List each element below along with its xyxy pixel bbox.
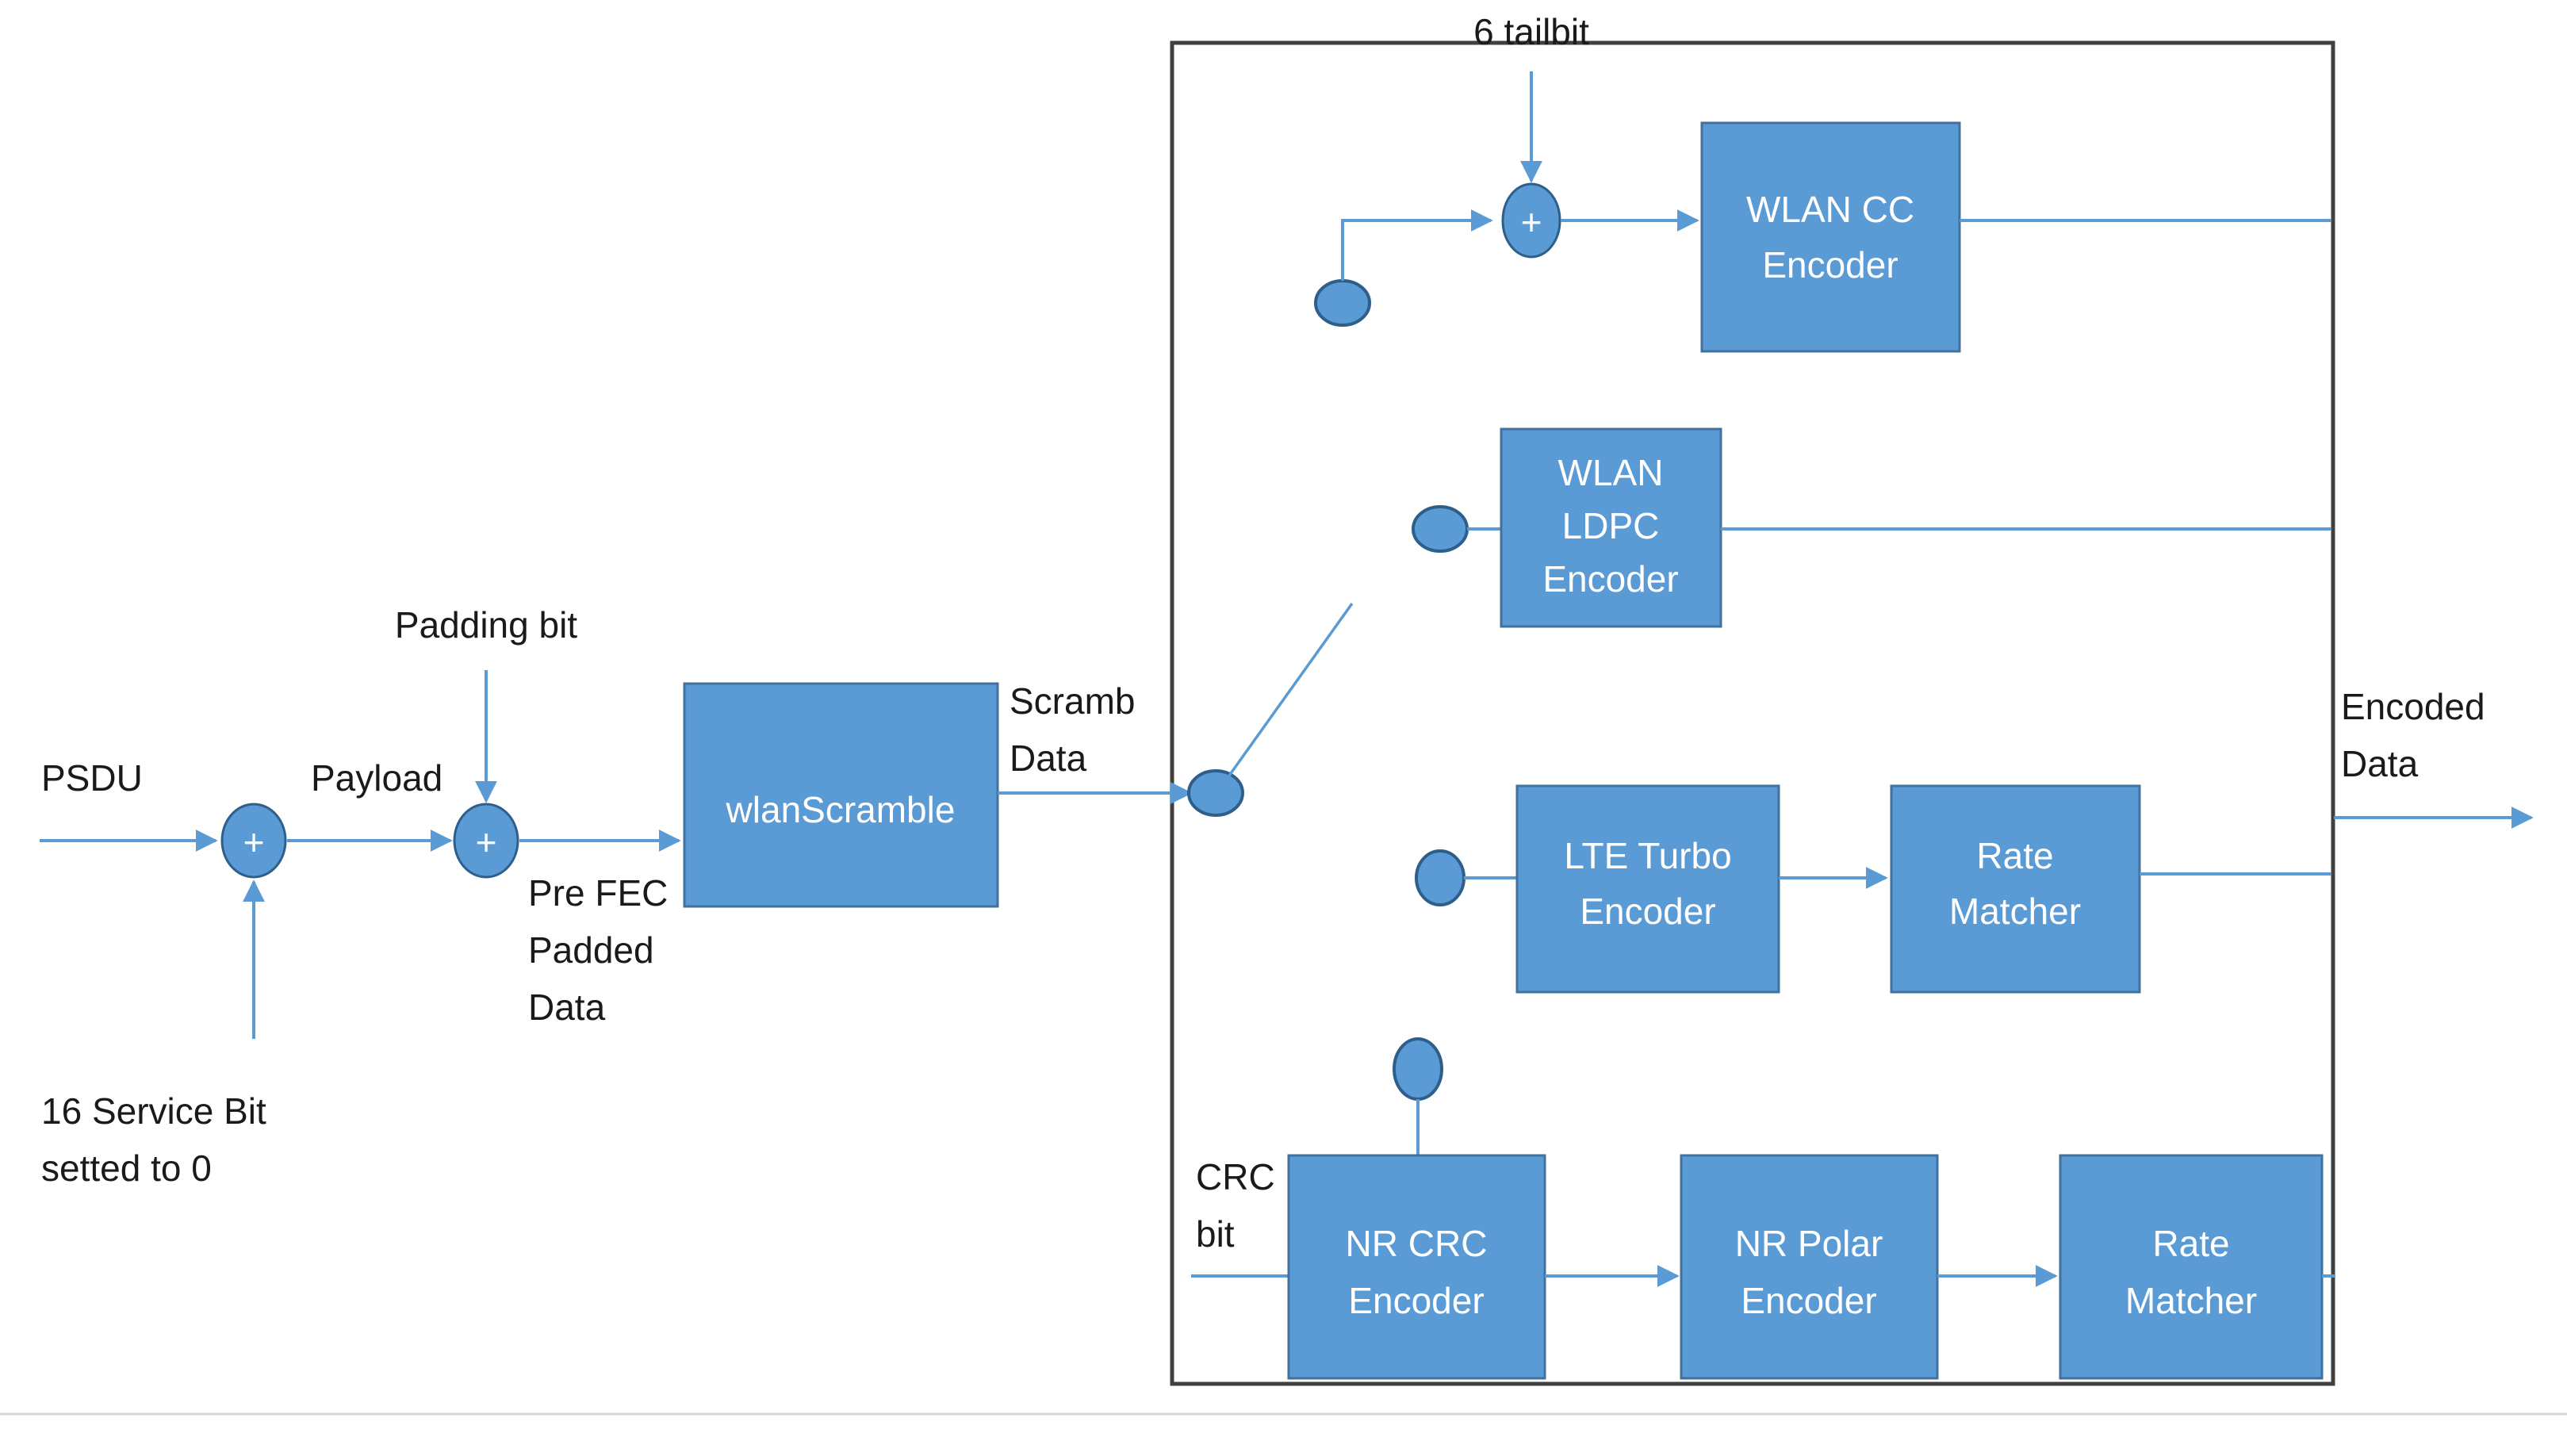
block-lte-turbo-encoder-label-line1: LTE Turbo [1564,835,1731,876]
switch-selector-node[interactable] [1187,769,1244,817]
label-crc-bit-line1: CRC [1196,1156,1275,1197]
block-wlan-scramble-label: wlanScramble [726,789,956,830]
block-nr-polar-encoder[interactable] [1680,1154,1939,1380]
switch-pole-cc[interactable] [1314,279,1371,327]
block-lte-rate-matcher-label-line1: Rate [1976,835,2053,876]
block-nr-rate-matcher[interactable] [2059,1154,2324,1380]
label-encoded-data-line1: Encoded [2341,686,2485,727]
block-lte-rate-matcher[interactable] [1890,784,2141,994]
block-wlan-scramble[interactable] [683,682,999,908]
adder-service-bit [220,803,287,879]
block-wlan-cc-encoder[interactable] [1700,121,1961,353]
block-nr-crc-encoder[interactable] [1287,1154,1546,1380]
block-nr-crc-encoder-label-line1: NR CRC [1346,1223,1488,1264]
switch-pole-crc[interactable] [1393,1037,1443,1101]
block-wlan-ldpc-encoder-label-line3: Encoder [1542,558,1678,600]
block-nr-polar-encoder-label-line1: NR Polar [1735,1223,1883,1264]
label-encoded-data-line2: Data [2341,743,2419,784]
block-wlan-ldpc-encoder-label-line2: LDPC [1562,505,1660,546]
adder-service-bit-symbol: + [243,822,265,863]
block-lte-rate-matcher-label-line2: Matcher [1949,891,2081,932]
adder-tailbit [1501,182,1561,259]
block-wlan-ldpc-encoder[interactable] [1500,427,1722,628]
switch-pole-turbo[interactable] [1415,849,1465,906]
label-tailbit: 6 tailbit [1473,11,1589,52]
label-payload: Payload [311,757,443,799]
switch-pole-ldpc[interactable] [1412,505,1469,553]
label-scramb-data-line2: Data [1010,738,1087,779]
label-pre-fec-padded-data-line3: Data [528,987,606,1028]
block-nr-rate-matcher-label-line1: Rate [2152,1223,2229,1264]
label-crc-bit-line2: bit [1196,1213,1235,1255]
block-wlan-ldpc-encoder-label-line1: WLAN [1558,452,1664,493]
block-nr-polar-encoder-label-line2: Encoder [1741,1280,1876,1321]
block-lte-turbo-encoder[interactable] [1515,784,1780,994]
block-nr-rate-matcher-label-line2: Matcher [2125,1280,2257,1321]
switch-blade-line [1228,602,1354,777]
label-pre-fec-padded-data-line1: Pre FEC [528,872,668,914]
adder-padding-bit-symbol: + [476,822,497,863]
label-service-bit-line1: 16 Service Bit [41,1090,266,1132]
label-scramb-data-line1: Scramb [1010,680,1135,722]
block-wlan-cc-encoder-label-line2: Encoder [1762,244,1898,285]
block-lte-turbo-encoder-label-line2: Encoder [1580,891,1715,932]
encoder-group-box [1170,40,2335,1386]
label-padding-bit: Padding bit [395,604,577,646]
block-nr-crc-encoder-label-line2: Encoder [1348,1280,1484,1321]
cc-branch-line [1341,209,1493,281]
adder-padding-bit [453,803,519,879]
adder-tailbit-symbol: + [1521,201,1542,243]
label-pre-fec-padded-data-line2: Padded [528,929,654,971]
label-service-bit-line2: setted to 0 [41,1148,212,1189]
block-wlan-cc-encoder-label-line1: WLAN CC [1746,189,1914,230]
label-psdu: PSDU [41,757,143,799]
